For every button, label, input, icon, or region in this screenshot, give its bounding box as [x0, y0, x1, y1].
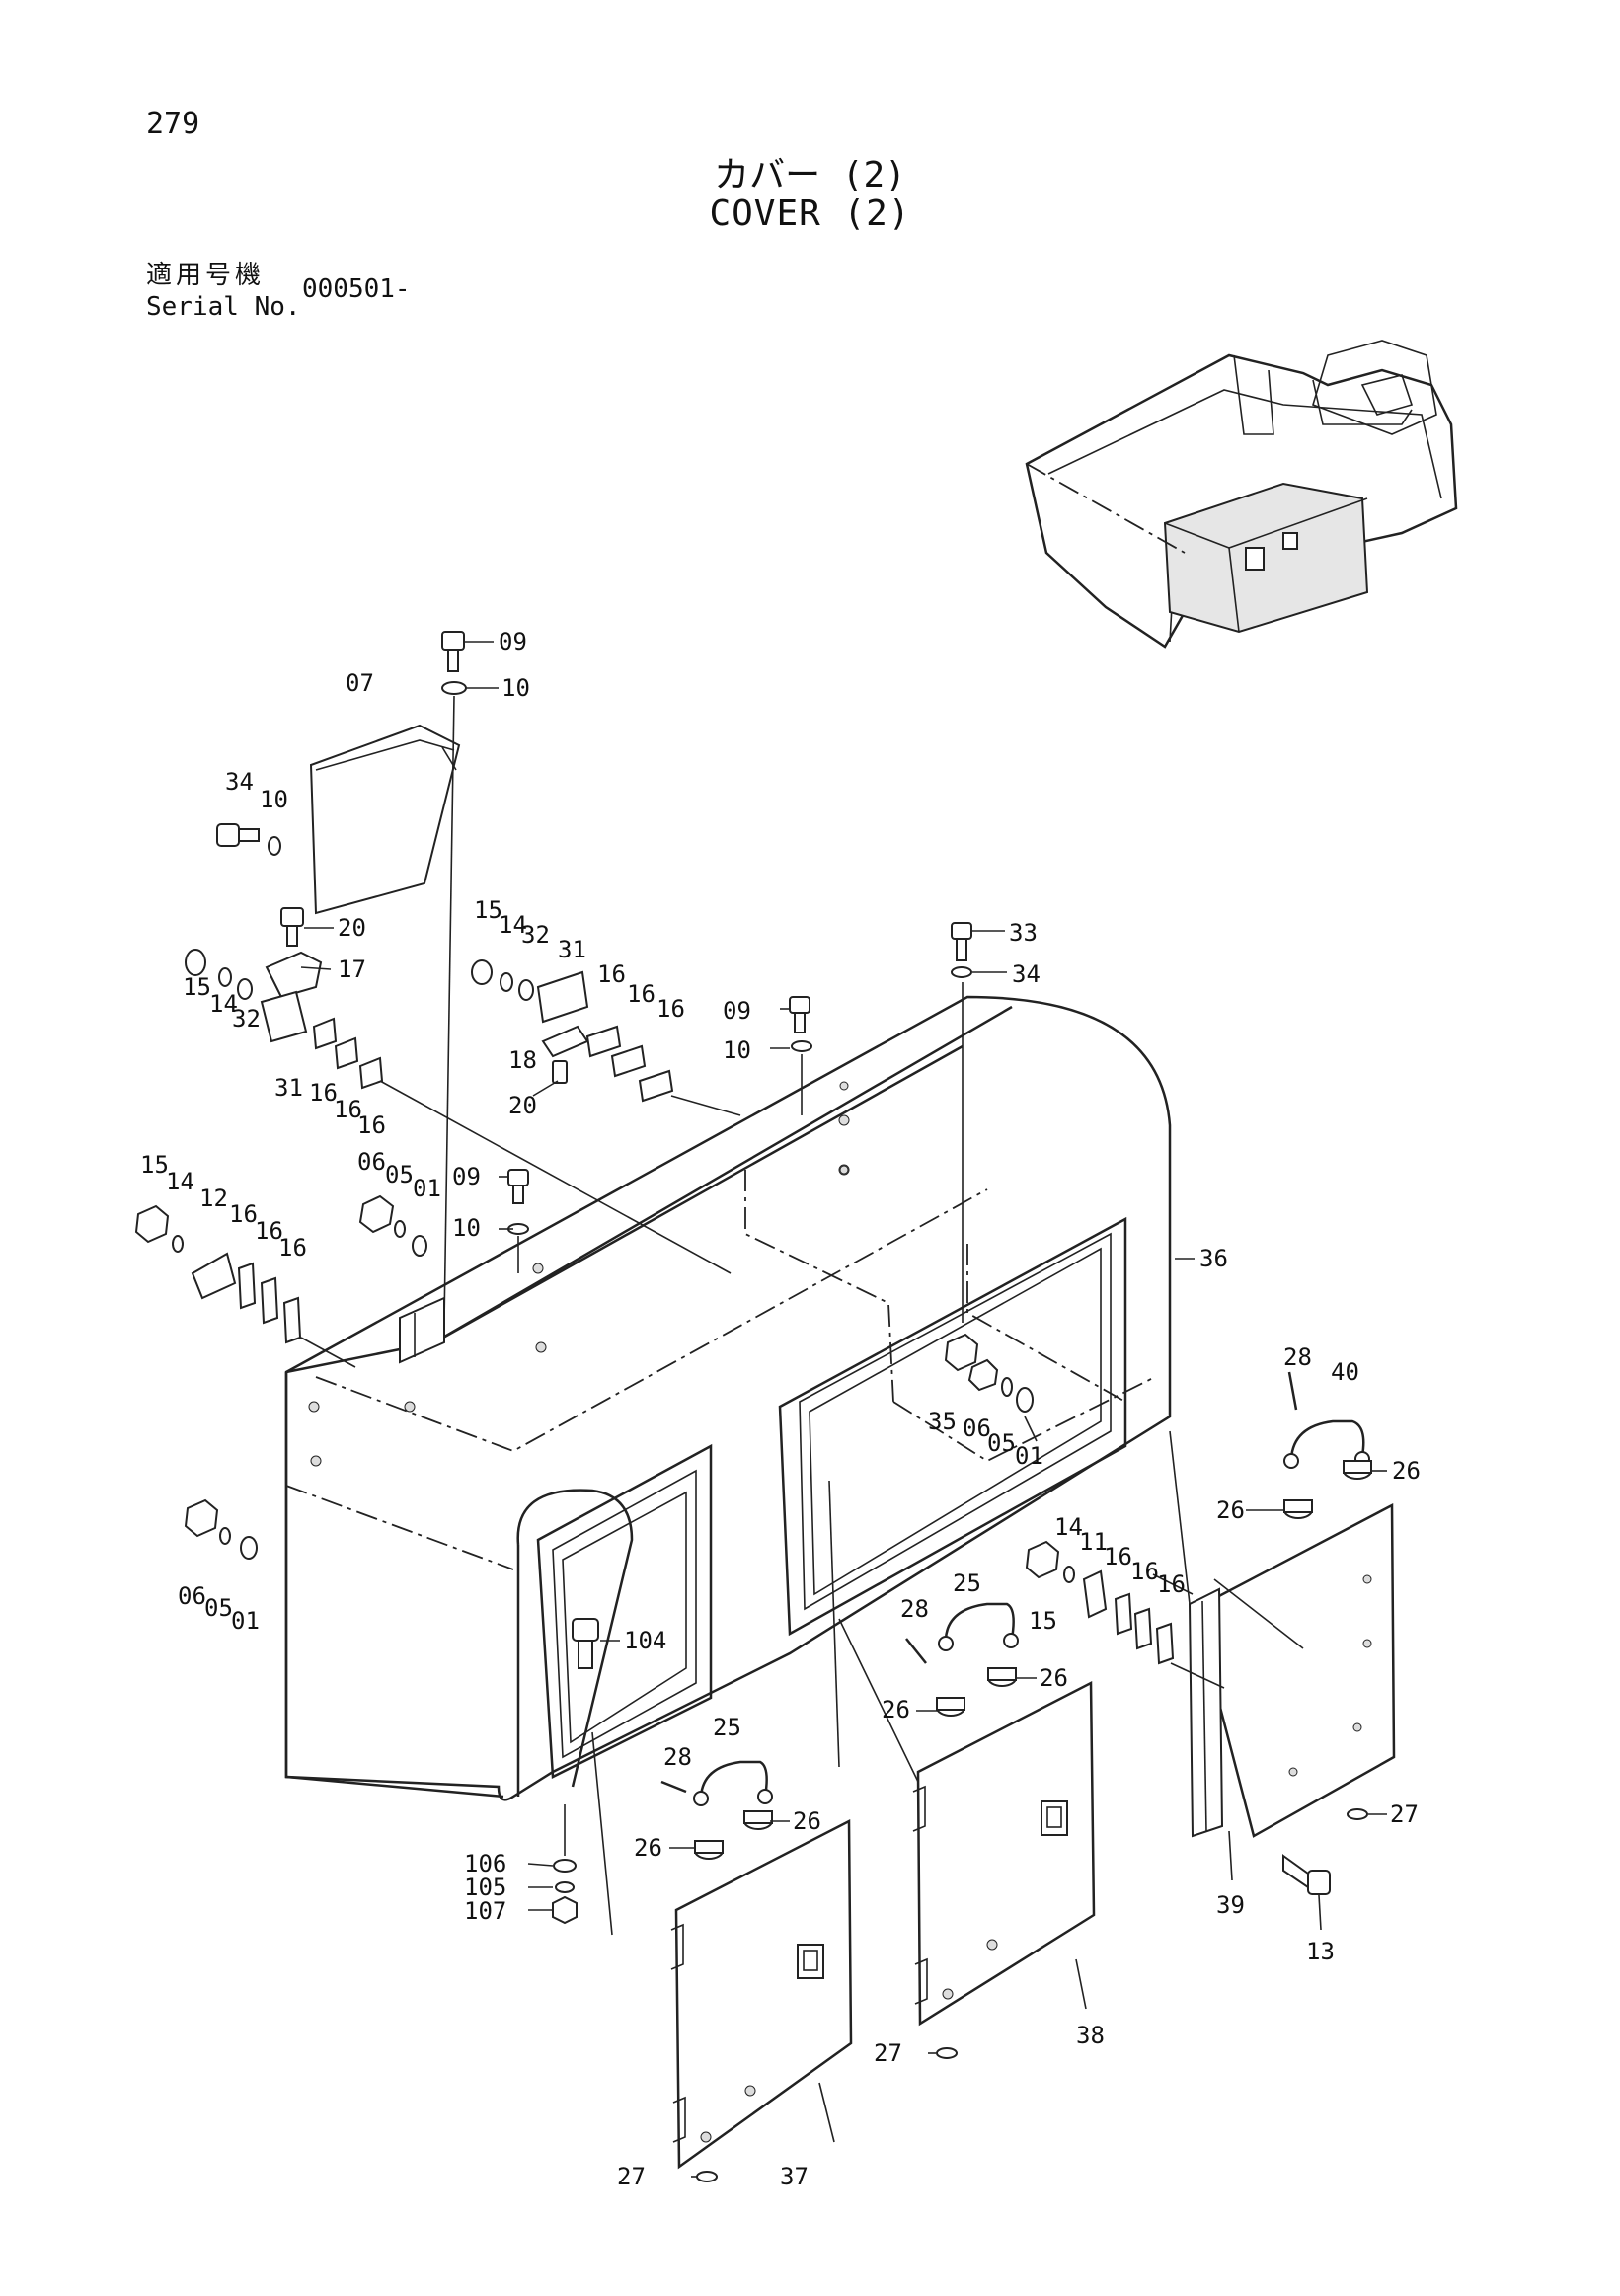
callout-15: 15 — [474, 896, 502, 924]
callout-28: 28 — [1283, 1343, 1312, 1371]
right-door-39 — [1188, 1502, 1396, 1838]
callout-26: 26 — [1216, 1496, 1245, 1524]
hardware-parts — [134, 631, 1372, 2182]
callout-18: 18 — [508, 1046, 537, 1074]
callout-39: 39 — [1216, 1891, 1245, 1919]
serial-number-value: 000501- — [302, 274, 411, 304]
callout-16: 16 — [229, 1200, 258, 1228]
callout-06: 06 — [357, 1148, 386, 1176]
callout-37: 37 — [780, 2163, 809, 2190]
callout-14: 14 — [1054, 1513, 1083, 1541]
callout-14: 14 — [166, 1168, 194, 1195]
callout-16: 16 — [278, 1234, 307, 1262]
callout-106: 106 — [464, 1850, 506, 1877]
callout-107: 107 — [464, 1897, 506, 1925]
callout-01: 01 — [1015, 1442, 1043, 1470]
callout-05: 05 — [987, 1429, 1016, 1457]
callout-28: 28 — [900, 1595, 929, 1623]
title-japanese: カバー (2) — [714, 155, 906, 195]
callout-105: 105 — [464, 1874, 506, 1901]
callout-15: 15 — [140, 1151, 169, 1179]
callout-06: 06 — [178, 1582, 206, 1610]
callout-20: 20 — [338, 914, 366, 942]
callout-labels: 09 10 07 34 10 20 17 15 14 32 31 16 16 1… — [140, 628, 1421, 2190]
callout-16: 16 — [597, 960, 626, 988]
callout-07: 07 — [346, 669, 374, 697]
callout-11: 11 — [1079, 1528, 1108, 1556]
callout-34: 34 — [225, 768, 254, 796]
leader-lines — [300, 641, 1387, 2178]
callout-10: 10 — [260, 786, 288, 813]
callout-16: 16 — [309, 1079, 338, 1107]
callout-14: 14 — [209, 990, 238, 1018]
callout-26: 26 — [793, 1807, 821, 1835]
callout-16: 16 — [627, 980, 656, 1008]
callout-16: 16 — [357, 1111, 386, 1139]
callout-20: 20 — [508, 1092, 537, 1119]
title-english: COVER (2) — [709, 193, 911, 234]
callout-10: 10 — [501, 674, 530, 702]
callout-26: 26 — [634, 1834, 662, 1862]
callout-38: 38 — [1076, 2022, 1105, 2049]
callout-33: 33 — [1009, 919, 1038, 947]
callout-28: 28 — [663, 1743, 692, 1771]
callout-16: 16 — [1157, 1570, 1186, 1598]
callout-16: 16 — [334, 1096, 362, 1123]
callout-26: 26 — [1040, 1664, 1068, 1692]
callout-09: 09 — [452, 1163, 481, 1190]
callout-34: 34 — [1012, 960, 1041, 988]
callout-27: 27 — [1390, 1800, 1419, 1828]
main-cover-housing — [284, 995, 1172, 1801]
callout-36: 36 — [1199, 1245, 1228, 1272]
callout-09: 09 — [723, 997, 751, 1025]
callout-05: 05 — [204, 1594, 233, 1622]
callout-26: 26 — [882, 1696, 910, 1723]
callout-06: 06 — [963, 1415, 991, 1442]
callout-16: 16 — [656, 995, 685, 1023]
machine-location-thumbnail — [1025, 340, 1458, 649]
callout-31: 31 — [274, 1074, 303, 1102]
page-number: 279 — [146, 107, 200, 141]
callout-10: 10 — [452, 1214, 481, 1242]
callout-16: 16 — [1130, 1558, 1159, 1585]
callout-32: 32 — [232, 1005, 261, 1033]
callout-31: 31 — [558, 936, 586, 963]
callout-16: 16 — [255, 1217, 283, 1245]
callout-01: 01 — [231, 1607, 260, 1635]
callout-14: 14 — [499, 911, 527, 939]
callout-13: 13 — [1306, 1938, 1335, 1965]
left-door-37 — [670, 1818, 853, 2170]
callout-12: 12 — [199, 1185, 228, 1212]
callout-01: 01 — [413, 1175, 441, 1202]
callout-27: 27 — [874, 2039, 902, 2067]
callout-27: 27 — [617, 2163, 646, 2190]
callout-17: 17 — [338, 956, 366, 983]
callout-40: 40 — [1331, 1358, 1359, 1386]
center-door-38 — [912, 1680, 1096, 2027]
callout-35: 35 — [928, 1408, 957, 1435]
callout-15: 15 — [183, 973, 211, 1001]
serial-label-japanese: 適用号機 — [146, 261, 266, 290]
callout-26: 26 — [1392, 1457, 1421, 1485]
callout-05: 05 — [385, 1161, 414, 1188]
callout-09: 09 — [499, 628, 527, 655]
callout-16: 16 — [1104, 1543, 1132, 1570]
callout-25: 25 — [953, 1569, 981, 1597]
callout-15: 15 — [1029, 1607, 1057, 1635]
serial-label-english: Serial No. — [146, 292, 301, 322]
callout-104: 104 — [624, 1627, 666, 1654]
callout-10: 10 — [723, 1036, 751, 1064]
callout-25: 25 — [713, 1714, 741, 1741]
callout-32: 32 — [521, 921, 550, 949]
